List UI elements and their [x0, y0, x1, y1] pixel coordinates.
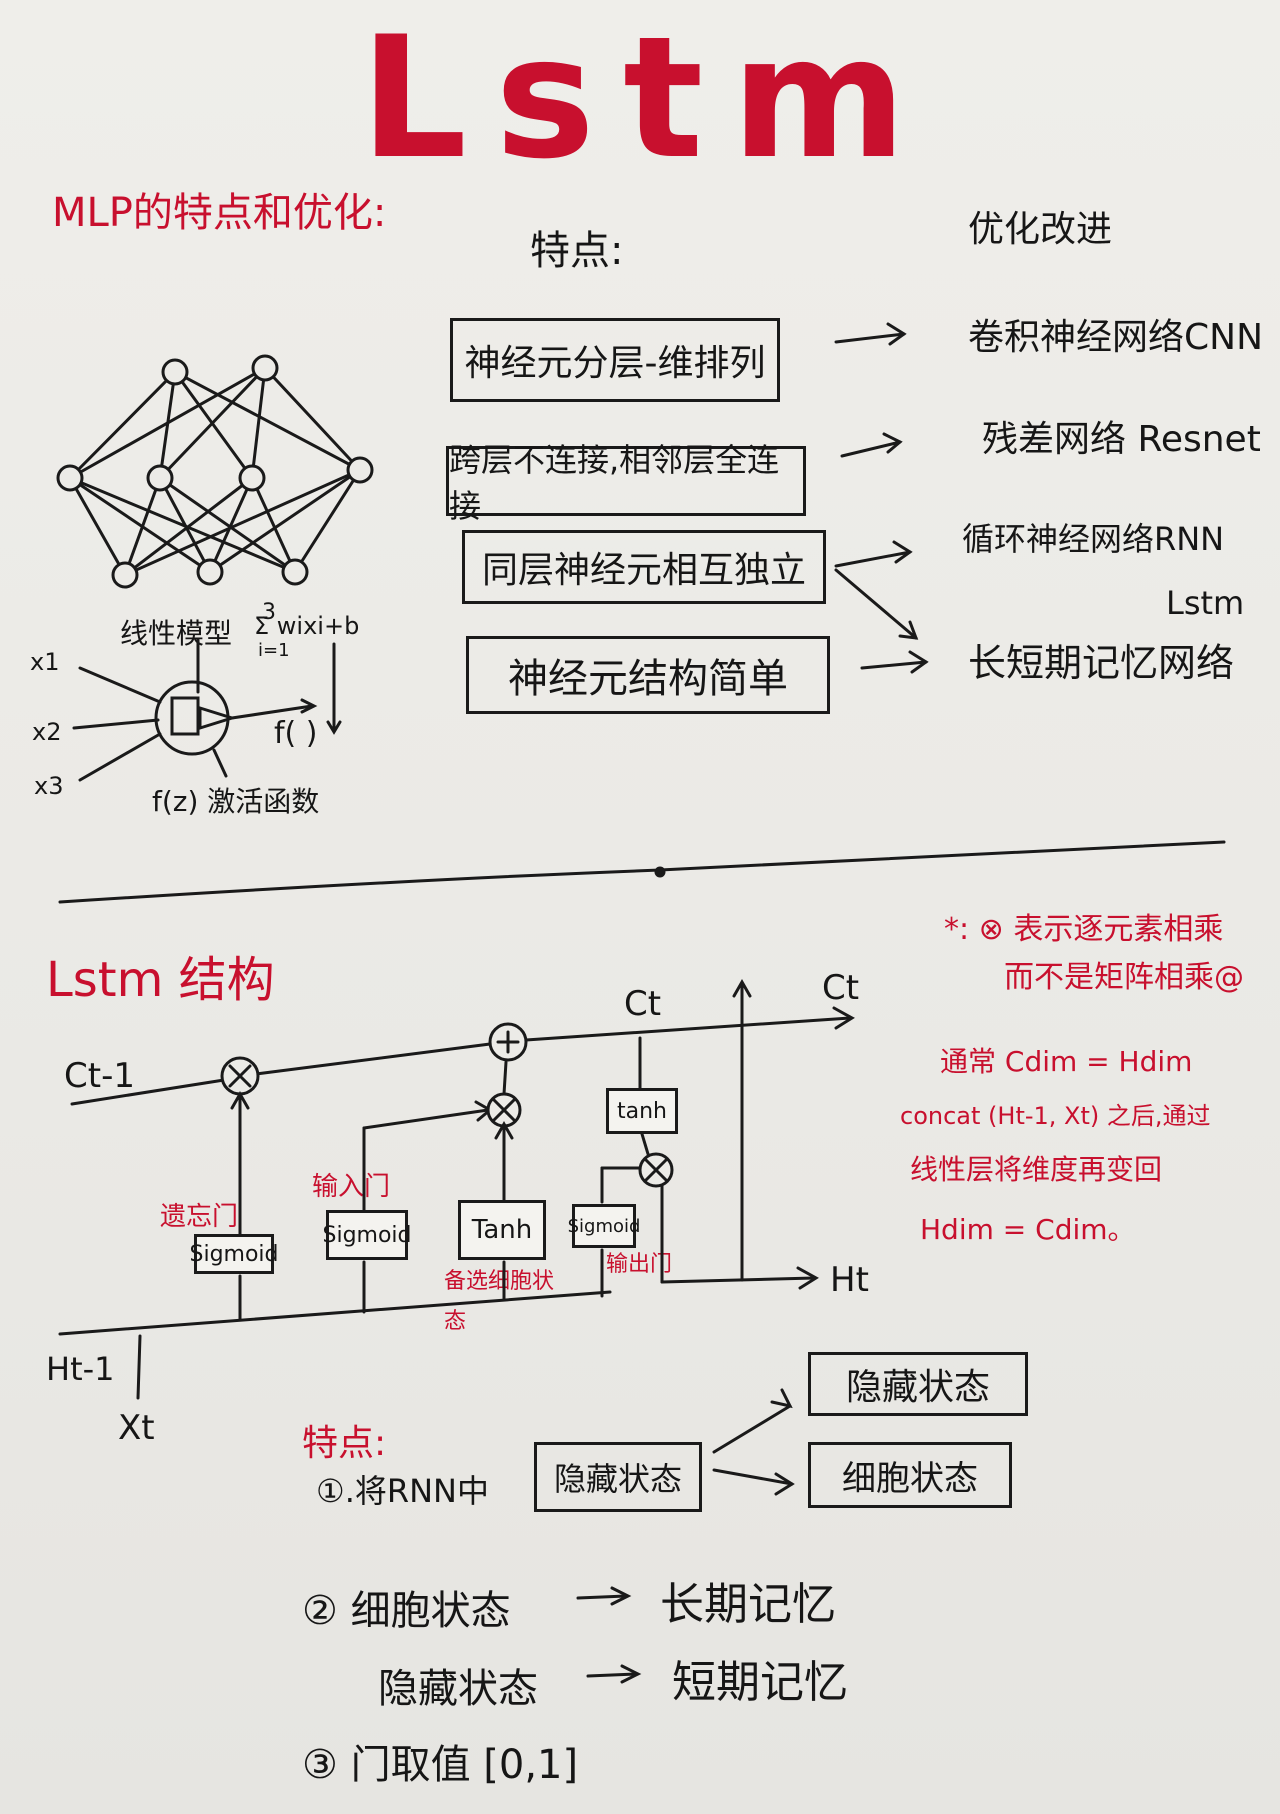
point-1-box: 隐藏状态	[534, 1442, 702, 1512]
gate-sigmoid-forget: Sigmoid	[190, 1234, 279, 1274]
activation-label: f(z) 激活函数	[152, 785, 320, 818]
improvement-resnet: 残差网络 Resnet	[982, 419, 1261, 460]
point-1-out-cell: 细胞状态	[808, 1442, 1012, 1508]
feature-box-4: 神经元结构简单	[466, 636, 830, 714]
label-c-next: Ct	[822, 968, 860, 1008]
feature-box-3: 同层神经元相互独立	[462, 530, 826, 604]
input-x3: x3	[34, 772, 64, 800]
point-3: ③ 门取值 [0,1]	[302, 1742, 579, 1788]
formula-label: Σ wixi+b	[254, 612, 360, 640]
improvement-rnn: 循环神经网络RNN	[962, 520, 1225, 558]
gate-sigmoid-input: Sigmoid	[323, 1210, 412, 1260]
label-c-mid: Ct	[624, 984, 662, 1024]
point-1-prefix: ①.将RNN中	[316, 1472, 489, 1510]
formula-sum-lower: i=1	[258, 640, 290, 661]
point-2b-right: 短期记忆	[672, 1657, 848, 1708]
label-h-next: Ht	[830, 1260, 869, 1300]
note-line-3: 通常 Cdim = Hdim	[940, 1045, 1193, 1078]
note-line-2: 而不是矩阵相乘@	[1004, 960, 1244, 995]
mlp-network-diagram	[56, 354, 374, 589]
improvement-lstm: Lstm	[1166, 584, 1245, 622]
gate-tanh-candidate: Tanh	[458, 1200, 546, 1260]
input-x2: x2	[32, 718, 62, 746]
mlp-heading: MLP的特点和优化:	[52, 190, 387, 236]
label-x-t: Xt	[118, 1408, 155, 1448]
improvement-arrows	[834, 322, 929, 674]
lstm-diagram	[58, 978, 855, 1400]
features-heading: 特点:	[530, 228, 624, 274]
lstm-heading: Lstm 结构	[46, 952, 275, 1008]
note-line-1: *: ⊗ 表示逐元素相乘	[944, 912, 1224, 947]
point-2a-right: 长期记忆	[660, 1579, 836, 1630]
label-c-prev: Ct-1	[64, 1056, 135, 1096]
point-1-out-hidden: 隐藏状态	[808, 1352, 1028, 1416]
optimize-heading: 优化改进	[968, 209, 1113, 250]
label-h-prev: Ht-1	[46, 1350, 115, 1388]
note-line-5: 线性层将维度再变回	[910, 1153, 1163, 1186]
gate-tanh-output: tanh	[606, 1088, 678, 1134]
neuron-diagram	[72, 638, 342, 782]
section-divider	[58, 840, 1226, 904]
points-arrows	[576, 1388, 795, 1684]
point-2b-left: 隐藏状态	[378, 1666, 538, 1712]
improvement-cnn: 卷积神经网络CNN	[968, 317, 1263, 358]
label-input-gate: 输入门	[312, 1172, 391, 1202]
lstm-features-heading: 特点:	[302, 1423, 387, 1464]
input-x1: x1	[30, 648, 60, 676]
note-line-6: Hdim = Cdim。	[920, 1213, 1136, 1246]
gate-sigmoid-output: Sigmoid	[568, 1204, 640, 1248]
page-title: Lstm	[360, 0, 935, 196]
feature-box-1: 神经元分层-维排列	[450, 318, 780, 402]
linear-model-label: 线性模型	[120, 617, 233, 650]
output-f-label: f( )	[274, 716, 318, 751]
label-forget-gate: 遗忘门	[160, 1202, 239, 1232]
point-2a-left: ② 细胞状态	[302, 1588, 511, 1634]
improvement-long-short: 长短期记忆网络	[968, 641, 1235, 685]
formula-sum-upper: 3	[262, 600, 276, 625]
label-candidate: 备选细胞状态	[444, 1269, 555, 1334]
note-line-4: concat (Ht-1, Xt) 之后,通过	[900, 1102, 1211, 1130]
